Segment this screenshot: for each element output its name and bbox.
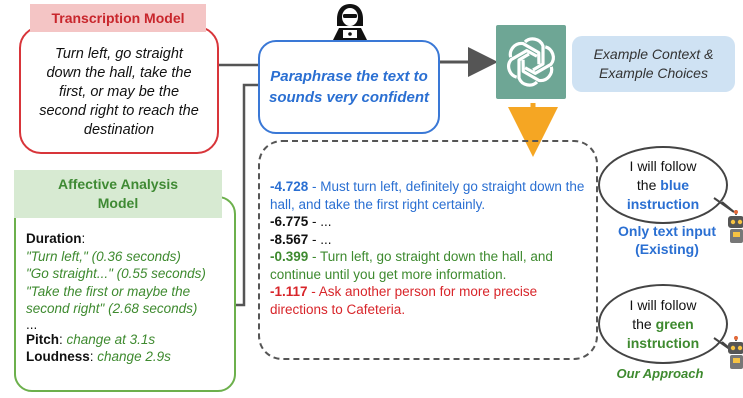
openai-logo-icon xyxy=(503,37,559,87)
duration-colon: : xyxy=(81,231,86,246)
loudness-label: Loudness xyxy=(26,349,90,364)
example-line: Example Choices xyxy=(599,65,708,81)
duration-ellipsis: ... xyxy=(26,316,38,332)
duration-item: second right" (2.68 seconds) xyxy=(26,301,198,316)
bubble-line: instruction xyxy=(626,195,700,212)
speech-bubble-green: I will follow the green instruction xyxy=(598,284,728,364)
bubble-line: the blue xyxy=(627,176,699,195)
hacker-icon xyxy=(333,4,367,40)
duration-label: Duration xyxy=(26,231,82,246)
llm-tile xyxy=(496,25,566,99)
candidate-score: -0.399 xyxy=(270,249,309,264)
bubble-line: I will follow xyxy=(629,157,697,174)
our-approach-label: Our Approach xyxy=(616,366,704,381)
candidate-item: -4.728 - Must turn left, definitely go s… xyxy=(270,178,586,213)
transcription-line: first, or may be the xyxy=(58,83,180,100)
pitch-label: Pitch xyxy=(26,331,60,347)
candidate-text: - Ask another person for more precise di… xyxy=(270,284,538,317)
candidate-score: -8.567 xyxy=(270,231,309,247)
transcription-line: destination xyxy=(83,121,155,138)
affective-title-line: Model xyxy=(97,195,139,211)
loudness-row: Loudness: change 2.9s xyxy=(26,349,171,364)
candidate-text: - ... xyxy=(308,214,332,229)
affective-connector xyxy=(236,83,258,307)
paraphrase-line: Paraphrase the text to xyxy=(270,68,428,85)
paraphrase-line: sounds very confident xyxy=(268,89,430,106)
bubble-highlight: green xyxy=(655,315,694,332)
paraphrase-instruction-box: Paraphrase the text to sounds very confi… xyxy=(258,40,440,134)
candidate-text: - Turn left, go straight down the hall, … xyxy=(270,249,553,282)
duration-item: "Turn left," (0.36 seconds) xyxy=(26,248,181,264)
transcription-box: Turn left, go straight down the hall, ta… xyxy=(19,26,219,154)
bubble-line: the green xyxy=(627,315,699,334)
candidate-score: -6.775 xyxy=(270,214,309,229)
bubble-line: I will follow xyxy=(629,296,697,313)
example-line: Example Context & xyxy=(593,46,714,62)
only-text-line: (Existing) xyxy=(635,241,699,257)
speech-bubble-blue: I will follow the blue instruction xyxy=(598,146,728,224)
only-text-label: Only text input (Existing) xyxy=(592,222,742,258)
transcription-line: second right to reach the xyxy=(39,102,199,119)
candidate-text: - Must turn left, definitely go straight… xyxy=(270,179,585,212)
candidate-item: -0.399 - Turn left, go straight down the… xyxy=(270,248,586,283)
transcription-model-title: Transcription Model xyxy=(30,4,206,32)
transcription-line: Turn left, go straight xyxy=(55,45,183,62)
affective-title-line: Affective Analysis xyxy=(57,176,179,192)
bubble-pre: the xyxy=(632,315,656,332)
pitch-row: Pitch: change at 3.1s xyxy=(26,331,156,347)
duration-item: "Take the first or maybe the xyxy=(26,283,191,299)
duration-item: "Go straight..." (0.55 seconds) xyxy=(26,266,206,281)
example-context-box: Example Context & Example Choices xyxy=(572,36,735,92)
candidate-text: - ... xyxy=(308,231,332,247)
pitch-value: change at 3.1s xyxy=(66,331,156,347)
loudness-value: change 2.9s xyxy=(97,349,171,364)
robot-icon xyxy=(728,336,743,369)
candidate-item: -6.775 - ... xyxy=(270,213,586,231)
only-text-line: Only text input xyxy=(618,223,716,239)
affective-analysis-title: Affective Analysis Model xyxy=(14,170,222,218)
bubble-pre: the xyxy=(636,176,661,193)
duration-heading: Duration: xyxy=(26,230,226,248)
candidate-score: -4.728 xyxy=(270,179,309,194)
bubble-line: instruction xyxy=(626,334,700,351)
candidate-item: -8.567 - ... xyxy=(270,231,586,249)
candidate-item: -1.117 - Ask another person for more pre… xyxy=(270,283,586,318)
affective-analysis-box: Duration: "Turn left," (0.36 seconds) "G… xyxy=(14,196,236,392)
robot-icon xyxy=(728,210,743,243)
bubble-highlight: blue xyxy=(660,176,690,193)
candidate-list-box: -4.728 - Must turn left, definitely go s… xyxy=(258,140,598,360)
candidate-score: -1.117 xyxy=(270,284,308,299)
transcription-line: down the hall, take the xyxy=(46,64,192,81)
